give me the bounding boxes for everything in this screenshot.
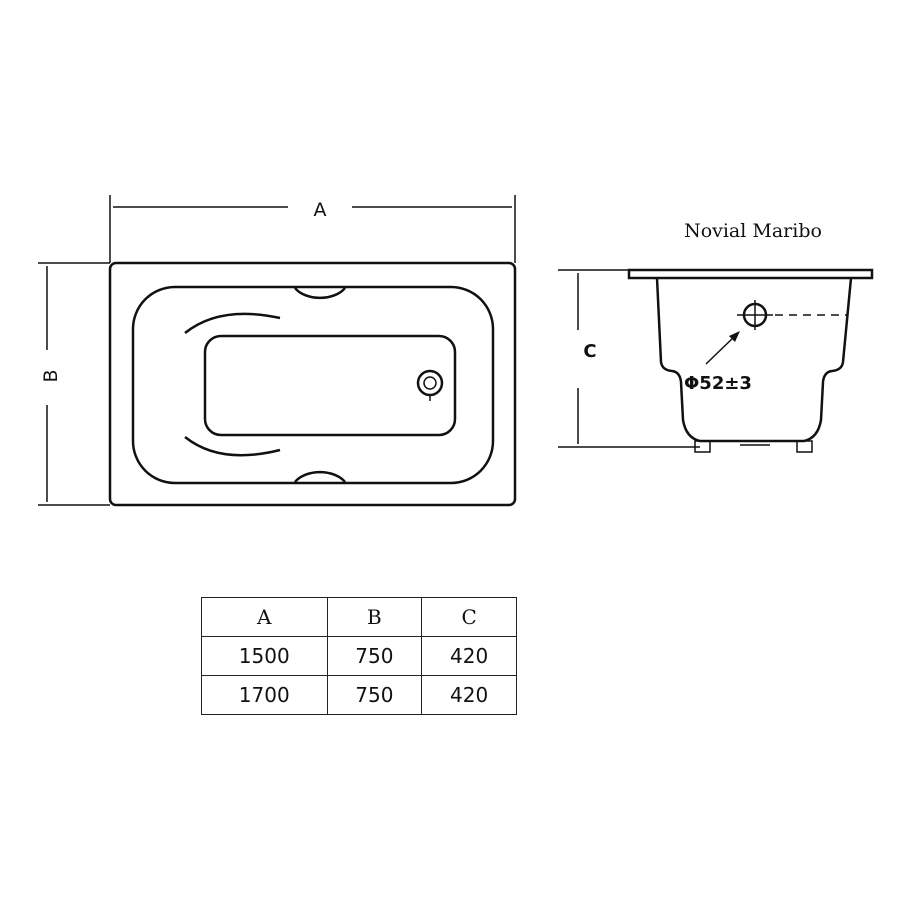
tub-outline — [108, 261, 517, 507]
headrest-arc — [184, 436, 281, 457]
header-cell: C — [421, 597, 517, 637]
table-cell: 420 — [421, 675, 517, 715]
tub-basin — [203, 334, 457, 437]
foot — [694, 440, 711, 453]
model-title: Novial Maribo — [684, 220, 822, 242]
arrow-head-icon — [729, 331, 740, 342]
tub-body-side — [655, 277, 853, 443]
header-cell: A — [201, 597, 328, 637]
arrow-line — [705, 335, 736, 365]
table-row: 1700 750 420 — [201, 675, 517, 715]
table-cell: 750 — [326, 636, 423, 676]
table-cell: 420 — [421, 636, 517, 676]
dimensions-table: A B C 1500 750 420 1700 750 420 — [201, 597, 517, 715]
table-cell: 750 — [326, 675, 423, 715]
table-cell: 1700 — [201, 675, 328, 715]
handle-bottom — [294, 470, 346, 483]
drain-diameter-label: Φ52±3 — [684, 373, 752, 394]
table-cell: 1500 — [201, 636, 328, 676]
foot — [796, 440, 813, 453]
headrest-arc — [184, 312, 281, 334]
handle-top — [294, 287, 346, 300]
tub-rim-side — [627, 268, 874, 280]
side-view: Novial Maribo C Φ52±3 — [558, 220, 874, 453]
header-cell: B — [326, 597, 423, 637]
dim-c-label: C — [583, 341, 596, 362]
drain-icon — [416, 369, 444, 397]
top-view: A B — [38, 195, 517, 507]
dim-a-label: A — [314, 199, 327, 221]
tub-rim — [131, 285, 495, 485]
table-row: 1500 750 420 — [201, 636, 517, 676]
table-header-row: A B C — [201, 597, 517, 637]
dim-b-label: B — [40, 369, 62, 382]
drain-inner — [423, 376, 437, 390]
